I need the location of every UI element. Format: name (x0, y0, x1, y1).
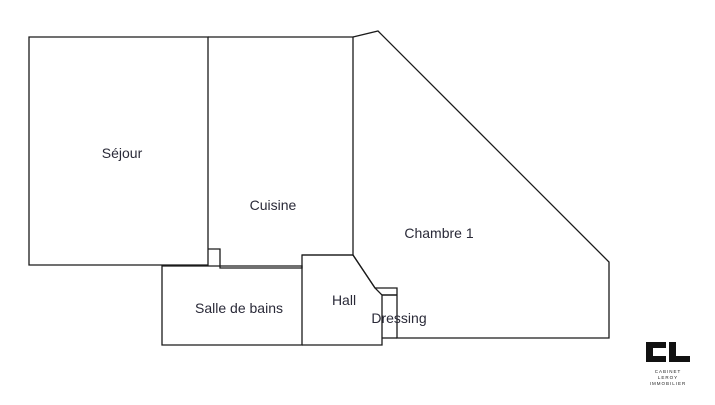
logo-line1: CABINET LEROY (654, 369, 682, 380)
room-hall (302, 254, 383, 346)
label-dressing: Dressing (371, 310, 427, 326)
label-cuisine: Cuisine (249, 197, 297, 213)
room-sejour (28, 36, 209, 266)
room-cuisine (208, 36, 354, 269)
label-sejour: Séjour (101, 145, 143, 161)
label-hall: Hall (331, 292, 357, 308)
cabinet-leroy-logo: CABINET LEROY IMMOBILIER (644, 340, 692, 387)
room-chambre-1 (352, 30, 610, 339)
logo-mark (646, 342, 690, 362)
label-salle-de-bains: Salle de bains (195, 300, 283, 316)
logo-line2: IMMOBILIER (649, 381, 687, 386)
label-chambre-1: Chambre 1 (404, 225, 474, 241)
